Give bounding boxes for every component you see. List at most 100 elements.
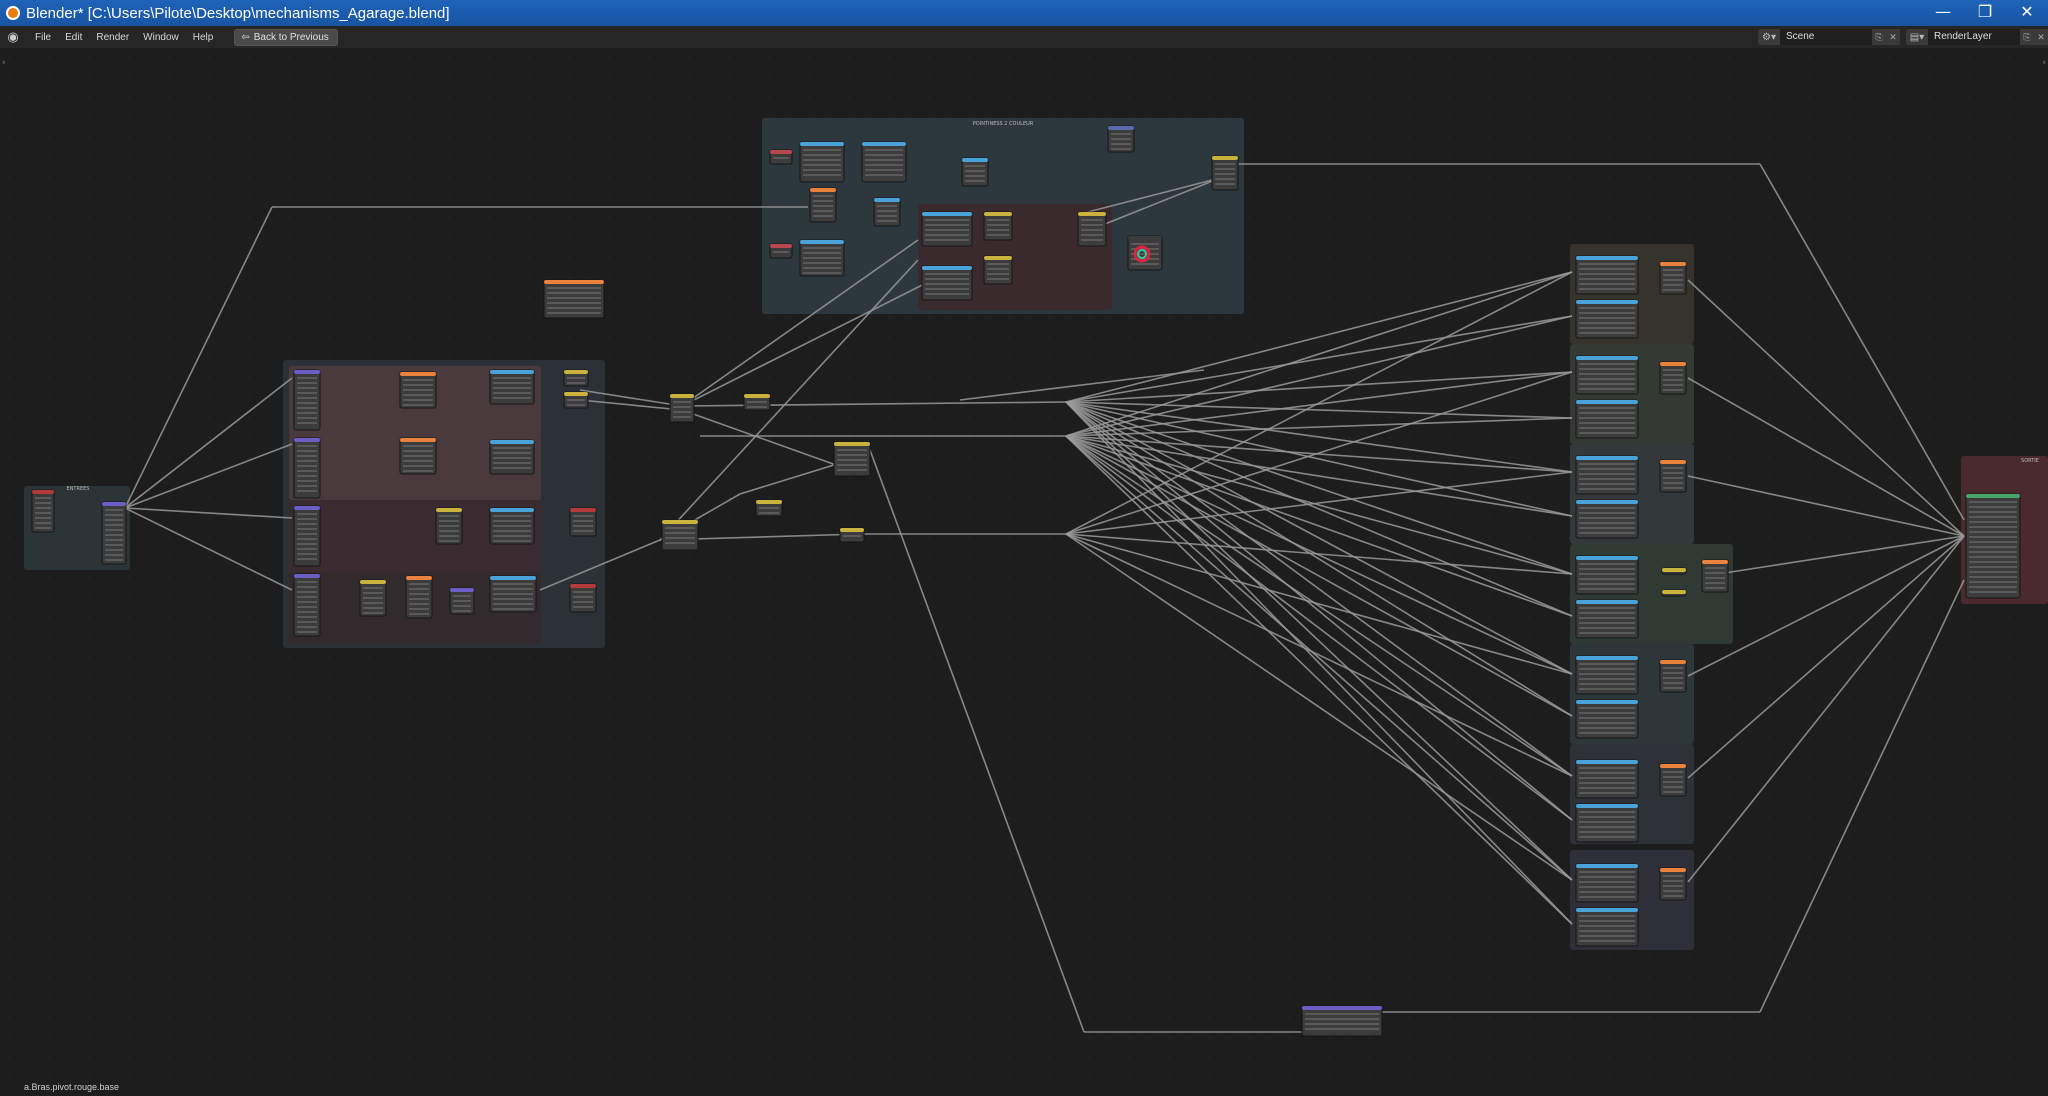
node-header [1576, 908, 1638, 912]
scene-selector[interactable]: ⚙▾ Scene ⎘ ✕ [1758, 29, 1900, 45]
scene-delete-icon[interactable]: ✕ [1886, 29, 1900, 45]
node-socket-row [1969, 521, 2017, 523]
toolbar-toggle-icon[interactable]: › [2, 58, 6, 68]
scene-new-icon[interactable]: ⎘ [1872, 29, 1886, 45]
node-socket-row [439, 515, 459, 517]
node-link [539, 539, 661, 591]
minimize-button[interactable]: — [1935, 1, 1951, 21]
menu-file[interactable]: File [35, 31, 52, 43]
node-socket-row [1579, 688, 1635, 690]
node-socket-row [925, 239, 969, 241]
node-editor-canvas[interactable]: ENTREES POINTINESS 2 COULEUR SORTIE › ‹ … [0, 48, 2048, 1096]
node-socket-row [35, 527, 51, 529]
node [669, 393, 695, 423]
sidebar-toggle-icon[interactable]: ‹ [2042, 58, 2046, 68]
node-socket-row [493, 462, 531, 464]
node [1575, 399, 1639, 439]
node-link [1065, 435, 1573, 473]
menu-edit[interactable]: Edit [65, 31, 83, 43]
node-socket-row [1215, 183, 1235, 185]
view-layer-name[interactable]: RenderLayer [1928, 29, 2020, 45]
node-link [1065, 435, 1573, 925]
node-socket-row [1579, 327, 1635, 329]
node-link [1065, 471, 1573, 535]
node-socket-row [1663, 786, 1683, 788]
node-socket-row [813, 215, 833, 217]
node [489, 439, 535, 475]
scene-name[interactable]: Scene [1780, 29, 1872, 45]
node-socket-row [105, 559, 123, 561]
node [1659, 659, 1687, 693]
node-socket-row [1579, 283, 1635, 285]
node-link [659, 259, 919, 541]
node-header [662, 520, 698, 524]
node-link [1065, 401, 1573, 717]
node-socket-row [1663, 677, 1683, 679]
node-socket-row [35, 512, 51, 514]
restore-button[interactable]: ❐ [1977, 1, 1993, 21]
node-link [1065, 271, 1573, 403]
node-socket-row [1663, 672, 1683, 674]
node-link [1065, 435, 1573, 675]
node-header [1576, 600, 1638, 604]
node-socket-row [1579, 488, 1635, 490]
view-layer-new-icon[interactable]: ⎘ [2020, 29, 2034, 45]
node-header [1660, 868, 1686, 872]
node [1659, 361, 1687, 395]
node-socket-row [1579, 876, 1635, 878]
menu-window[interactable]: Window [143, 31, 179, 43]
node-header [1108, 126, 1134, 130]
node [921, 211, 973, 247]
node [661, 519, 699, 551]
node-socket-row [297, 450, 317, 452]
node-socket-row [1579, 717, 1635, 719]
node-socket-row [925, 278, 969, 280]
node-socket-row [105, 514, 123, 516]
node-socket-row [1969, 536, 2017, 538]
node-socket-row [297, 528, 317, 530]
node-socket-row [403, 445, 433, 447]
node-link [1065, 435, 1573, 617]
node-link [1065, 435, 1573, 881]
node-socket-row [1579, 935, 1635, 937]
node-socket-row [493, 530, 531, 532]
node-socket-row [877, 220, 897, 222]
node-socket-row [453, 610, 471, 612]
menu-render[interactable]: Render [96, 31, 130, 43]
view-layer-selector[interactable]: ▤▾ RenderLayer ⎘ ✕ [1906, 29, 2048, 45]
back-to-previous-button[interactable]: ⇦ Back to Previous [234, 28, 338, 46]
node-header [1212, 156, 1238, 160]
blender-logo-icon[interactable]: ◉ [7, 29, 19, 44]
close-button[interactable]: ✕ [2020, 1, 2034, 21]
node [293, 505, 321, 567]
node-header [102, 502, 126, 506]
labels-layer: ENTREES POINTINESS 2 COULEUR SORTIE [67, 121, 2039, 492]
node-socket-row [1579, 767, 1635, 769]
node-socket-row [493, 392, 531, 394]
node-link [1687, 535, 1965, 883]
node-link [1065, 533, 1573, 675]
node-header [1576, 456, 1638, 460]
node-socket-row [297, 553, 317, 555]
node-socket-row [297, 611, 317, 613]
node-socket-row [1215, 178, 1235, 180]
node-socket-row [1969, 556, 2017, 558]
node-graph[interactable]: ENTREES POINTINESS 2 COULEUR SORTIE [0, 48, 2048, 1096]
view-layer-delete-icon[interactable]: ✕ [2034, 29, 2048, 45]
node-header [564, 370, 588, 374]
node-socket-row [1579, 478, 1635, 480]
node-socket-row [1663, 895, 1683, 897]
node-link [1065, 533, 1573, 881]
node-socket-row [1111, 148, 1131, 150]
node-socket-row [573, 530, 593, 532]
node-link [681, 239, 919, 407]
node-socket-row [573, 525, 593, 527]
node [983, 255, 1013, 285]
node-socket-row [1579, 772, 1635, 774]
menu-help[interactable]: Help [192, 31, 214, 43]
node-socket-row [1579, 368, 1635, 370]
node-socket-row [567, 404, 585, 406]
node-header [490, 440, 534, 444]
node-socket-row [493, 447, 531, 449]
node-socket-row [493, 377, 531, 379]
